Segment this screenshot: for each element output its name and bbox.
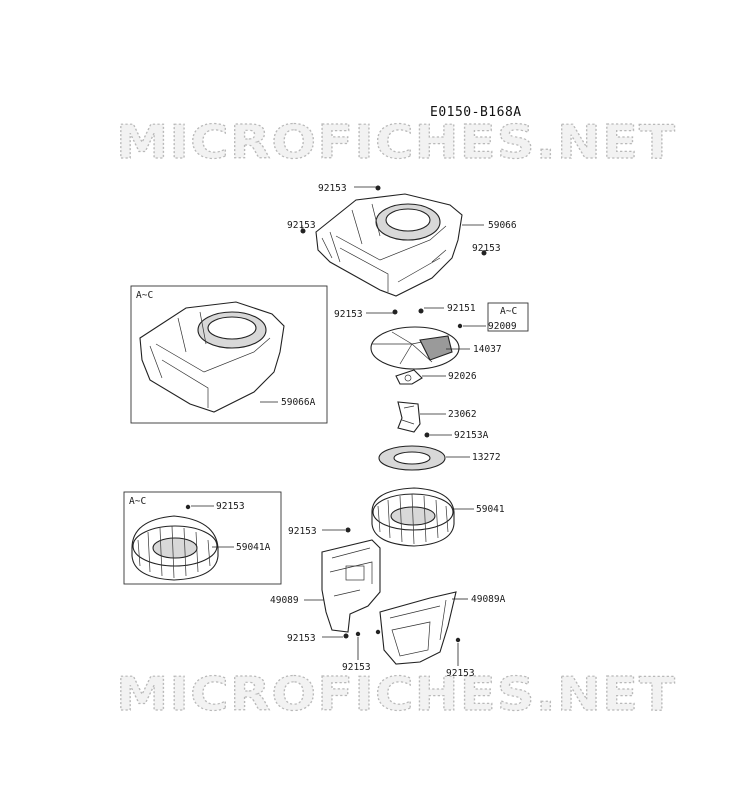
label-screw-cover: 92153 [288, 526, 317, 537]
label-screw-right: 92153 [472, 243, 501, 254]
label-inset-flywheel: 59041A [236, 542, 271, 553]
label-screw-top: 92153 [318, 183, 347, 194]
screw-dot [345, 527, 351, 533]
plate-13272 [378, 445, 446, 471]
screw-dot [457, 323, 463, 329]
screw-dot [455, 637, 461, 643]
screw-dot [375, 629, 381, 635]
label-shroud: 59066 [488, 220, 517, 231]
inset-box-92009 [487, 302, 529, 332]
inset-tag-shroud: A~C [136, 290, 153, 301]
shroud-59066 [315, 193, 463, 297]
inset-flywheel-59041a [131, 515, 219, 581]
bolt-dot [418, 308, 424, 314]
label-screw-low-left: 92153 [287, 633, 316, 644]
label-screen: 14037 [473, 344, 502, 355]
bracket-92026 [395, 369, 423, 385]
label-flywheel: 59041 [476, 504, 505, 515]
watermark-top: MICROFICHES.NET [116, 115, 676, 169]
label-plate-13272: 13272 [472, 452, 501, 463]
diagram-code: E0150-B168A [430, 105, 522, 120]
bracket-23062 [397, 401, 421, 433]
watermark-bottom: MICROFICHES.NET [116, 667, 676, 721]
label-bolt-92151: 92151 [447, 303, 476, 314]
flywheel-59041 [371, 487, 455, 547]
label-screw-92153a: 92153A [454, 430, 489, 441]
label-screw-mid: 92153 [334, 309, 363, 320]
label-screw-low-right: 92153 [446, 668, 475, 679]
label-screw-low-mid: 92153 [342, 662, 371, 673]
inset-box-shroud [130, 285, 328, 424]
screw-dot [424, 432, 430, 438]
inset-tag-flywheel: A~C [129, 496, 146, 507]
screw-dot [355, 631, 361, 637]
label-inset-shroud: 59066A [281, 397, 316, 408]
label-screw-92009: 92009 [488, 321, 517, 332]
label-bracket-23062: 23062 [448, 409, 477, 420]
label-bracket-92026: 92026 [448, 371, 477, 382]
screw-dot [185, 504, 191, 510]
screw-dot [343, 633, 349, 639]
label-screw-left: 92153 [287, 220, 316, 231]
label-cover-49089: 49089 [270, 595, 299, 606]
label-cover-49089a: 49089A [471, 594, 506, 605]
cover-49089a [379, 591, 457, 665]
inset-tag-92009: A~C [500, 306, 517, 317]
label-inset-screw: 92153 [216, 501, 245, 512]
inset-shroud-59066a [139, 301, 285, 413]
screw-dot [375, 185, 381, 191]
cover-49089 [321, 539, 381, 633]
screen-14037 [370, 326, 460, 370]
inset-box-flywheel [123, 491, 282, 585]
screw-dot [392, 309, 398, 315]
